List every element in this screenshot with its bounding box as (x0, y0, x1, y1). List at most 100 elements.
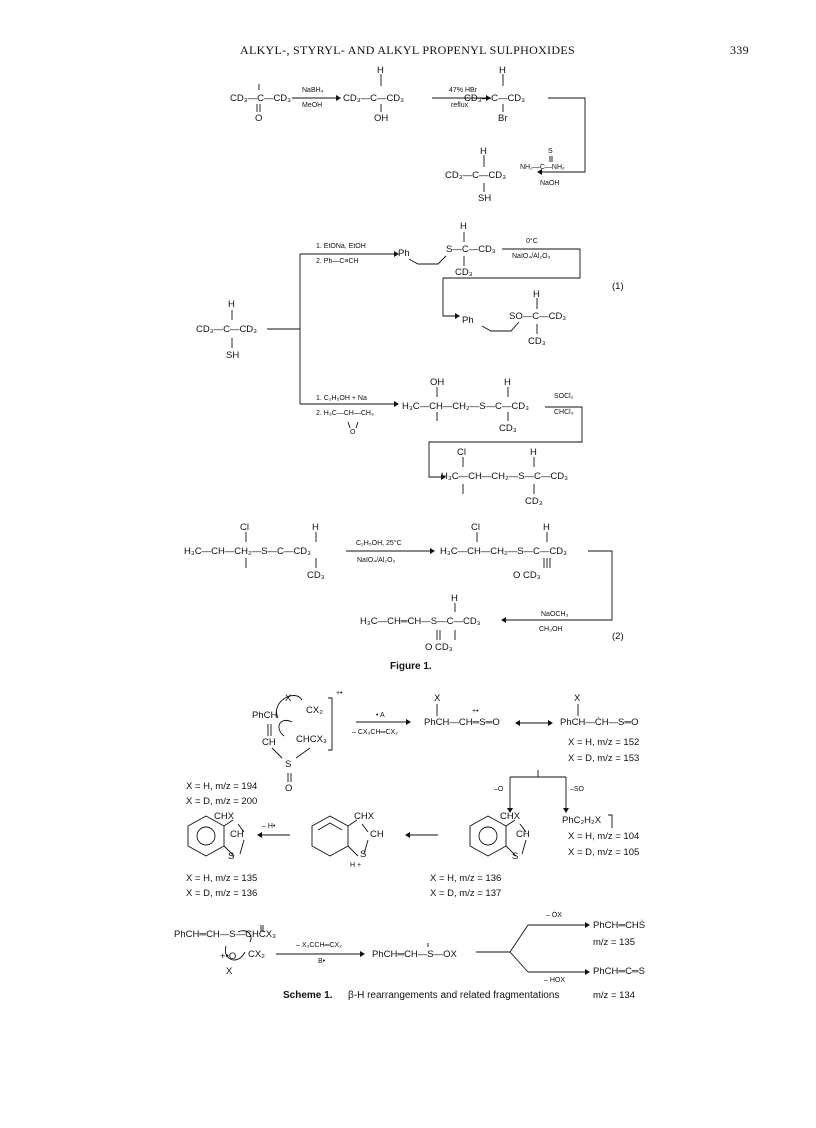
ring-atom: CX₂ (306, 705, 323, 716)
cd3-group: CD₃ (499, 423, 517, 434)
ring-atom: PhCH (252, 710, 278, 721)
x-substituent: X (434, 693, 441, 704)
ring-atom: CX₂ (248, 949, 265, 960)
sh-group: SH (226, 350, 240, 361)
cl-atom: Cl (240, 522, 249, 533)
condition-label: NH₂—C—NH₂ (520, 164, 565, 171)
ring-atom: CHX (214, 811, 235, 822)
ring-atom: +•O (220, 951, 237, 962)
s-atom: S (548, 148, 553, 155)
mz-value: m/z = 135 (593, 937, 635, 948)
cl-atom: Cl (471, 522, 480, 533)
condition-label: C₂H₅OH, 25°C (356, 540, 402, 547)
ring-atom: S (360, 849, 367, 860)
ring-atom: S (228, 851, 235, 862)
ring-atom: S (512, 851, 519, 862)
molecule-formula: H₃C—CH—CH₂—S—C—CD₃ (184, 546, 312, 557)
molecule-formula: PhC₂H₂X (562, 815, 602, 826)
condition-label: – X₃CCH═CX₂ (296, 942, 342, 949)
cl-atom: Cl (457, 447, 466, 458)
mz-value: X = H, m/z = 136 (430, 873, 502, 884)
condition-label: NaIO₄/Al₂O₃ (357, 557, 396, 564)
h-atom: H (530, 447, 537, 458)
mz-value: X = D, m/z = 136 (186, 888, 258, 899)
ring-atom: O (285, 783, 293, 794)
condition-label: –O (494, 786, 504, 793)
mz-value: X = D, m/z = 153 (568, 753, 640, 764)
condition-label: NaOCH₃ (541, 611, 569, 618)
molecule-formula: PhCH═C═S (593, 966, 645, 977)
equation-number: (1) (612, 281, 624, 292)
figure-caption: Figure 1. (390, 661, 432, 672)
mz-value: X = H, m/z = 135 (186, 873, 258, 884)
h-atom: H (451, 593, 458, 604)
running-title: ALKYL-, STYRYL- AND ALKYL PROPENYL SULPH… (240, 43, 575, 57)
epoxide-oxygen: O (350, 429, 356, 436)
ring-atom: S (285, 759, 292, 770)
molecule-formula: H₃C—CH—CH₂—S—C—CD₃ (441, 471, 569, 482)
condition-label: – HOX (544, 977, 566, 984)
condition-label: NaBH₄ (302, 87, 324, 94)
cd3-group: CD₃ (455, 267, 473, 278)
o-cd3-group: O CD₃ (425, 642, 453, 653)
molecule-formula: PhCH═CH—S—CHCX₃ (174, 929, 276, 940)
molecule-formula: CD₃—C—CD₃ (464, 93, 526, 104)
condition-label: 1. EtONa, EtOH (316, 243, 366, 250)
scheme-caption-text: β-H rearrangements and related fragmenta… (348, 990, 560, 1001)
phenyl-label: Ph (462, 315, 474, 326)
molecule-formula: CD₃—C—CD₃ (445, 170, 507, 181)
condition-label: –SO (570, 786, 585, 793)
h-atom: H (312, 522, 319, 533)
condition-label: SOCl₂ (554, 393, 574, 400)
mz-value: X = D, m/z = 137 (430, 888, 502, 899)
cd3-group: CD₃ (307, 570, 325, 581)
h-atom: H (533, 289, 540, 300)
br-atom: Br (498, 113, 508, 124)
condition-label: NaOH (540, 180, 560, 187)
mz-value: X = H, m/z = 152 (568, 737, 640, 748)
mz-value: X = H, m/z = 194 (186, 781, 258, 792)
ring-atom: CH (230, 829, 244, 840)
page-number: 339 (730, 43, 749, 57)
molecule-formula: PhCH—ĊH—S═O (560, 717, 639, 728)
molecule-formula: PhCH═CH—S—OX (372, 949, 457, 960)
condition-label: 0°C (526, 238, 538, 245)
ring-atom: CHCX₃ (296, 734, 327, 745)
cd3-group: CD₃ (528, 336, 546, 347)
molecule-formula: S—C—CD₃ (446, 244, 496, 255)
o-cd3-group: O CD₃ (513, 570, 541, 581)
molecule-formula: H₃C—CH═CH—S—C—CD₃ (360, 616, 481, 627)
molecule-formula: CD₃—C—CD₃ (196, 324, 258, 335)
molecule-formula: PhCH—CH═S═O (424, 717, 500, 728)
x-substituent: X (226, 966, 233, 977)
h-atom: H (543, 522, 550, 533)
h-atom: H (377, 65, 384, 76)
oh-group: OH (374, 113, 389, 124)
condition-label: 1. C₂H₅OH + Na (316, 395, 367, 402)
condition-label: NaIO₄/Al₂O₃ (512, 253, 551, 260)
charge-label: +• (472, 708, 479, 715)
condition-label: CH₃OH (539, 626, 563, 633)
condition-label: MeOH (302, 102, 323, 109)
ring-atom: CHX (500, 811, 521, 822)
h-atom: H (228, 299, 235, 310)
mz-value: X = D, m/z = 105 (568, 847, 640, 858)
h-atom: H (504, 377, 511, 388)
h-atom: H (499, 65, 506, 76)
cd3-group: CD₃ (525, 496, 543, 507)
ring-atom: CHX (354, 811, 375, 822)
charge-label: H + (350, 862, 362, 869)
condition-label: CHCl₃ (554, 409, 574, 416)
ring-atom: CH (262, 737, 276, 748)
condition-label: – ȮX (546, 912, 562, 919)
condition-label: B• (318, 958, 326, 965)
condition-label: 47% HBr (449, 87, 478, 94)
molecule-formula: H₃C—CH—CH₂—S—C—CD₃ (402, 401, 530, 412)
condition-label: • A (376, 712, 385, 719)
condition-label: 2. H₃C—CH—CH₃ (316, 410, 374, 417)
molecule-formula: CD₃—C—CD₃ (230, 93, 292, 104)
scheme-caption-label: Scheme 1. (283, 990, 333, 1001)
h-atom: H (460, 221, 467, 232)
phenyl-label: Ph (398, 248, 410, 259)
oh-group: OH (430, 377, 445, 388)
